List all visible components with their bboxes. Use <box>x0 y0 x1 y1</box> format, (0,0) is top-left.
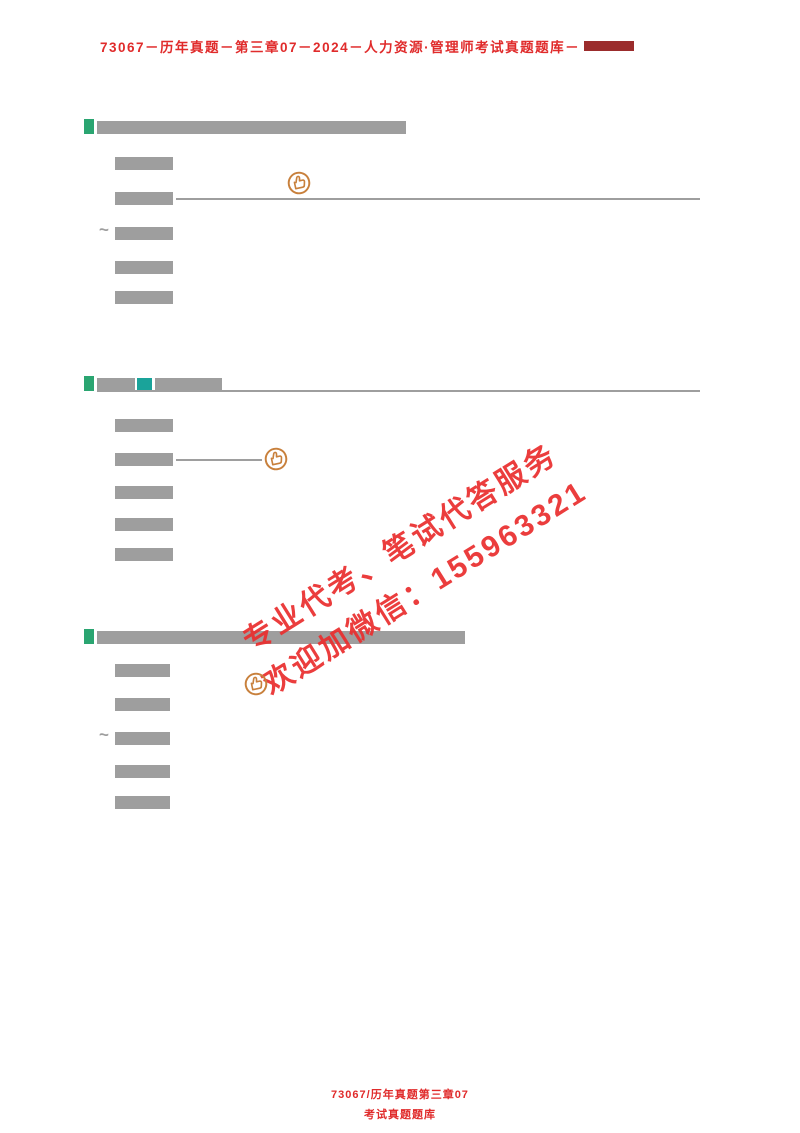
question-title-redacted <box>97 378 135 391</box>
header-title: 73067－历年真题－第三章07－2024－人力资源·管理师考试真题题库－ <box>100 40 581 55</box>
tilde-mark: ~ <box>99 725 109 744</box>
answer-line <box>176 459 262 461</box>
option-redacted <box>115 765 170 778</box>
thumbs-up-stamp-icon <box>284 168 315 199</box>
thumbs-up-stamp-icon <box>241 669 272 700</box>
option-redacted <box>115 732 170 745</box>
question-bullet-icon <box>84 119 94 134</box>
option-redacted <box>115 419 173 432</box>
page-footer: 73067/历年真题第三章07 考试真题题库 <box>0 1086 800 1122</box>
footer-line2: 考试真题题库 <box>364 1109 436 1121</box>
question-title-redacted <box>97 121 406 134</box>
question-title-redacted <box>155 378 222 391</box>
option-redacted <box>115 227 173 240</box>
thumbs-up-stamp-icon <box>261 444 292 475</box>
option-redacted <box>115 518 173 531</box>
answer-line <box>97 390 700 392</box>
question-bullet-icon <box>84 629 94 644</box>
option-redacted <box>115 796 170 809</box>
answer-line <box>176 198 700 200</box>
page-header: 73067－历年真题－第三章07－2024－人力资源·管理师考试真题题库－ <box>100 36 635 56</box>
header-redaction-bar <box>584 41 635 51</box>
option-redacted <box>115 192 173 205</box>
option-redacted <box>115 453 173 466</box>
footer-line1: 73067/历年真题第三章07 <box>331 1089 469 1101</box>
option-redacted <box>115 291 173 304</box>
option-redacted <box>115 157 173 170</box>
question-bullet-icon <box>84 376 94 391</box>
option-redacted <box>115 261 173 274</box>
option-redacted <box>115 548 173 561</box>
option-redacted <box>115 698 170 711</box>
option-redacted <box>115 664 170 677</box>
question-title-redacted <box>97 631 465 644</box>
question-title-highlight <box>137 378 152 391</box>
option-redacted <box>115 486 173 499</box>
tilde-mark: ~ <box>99 220 109 239</box>
